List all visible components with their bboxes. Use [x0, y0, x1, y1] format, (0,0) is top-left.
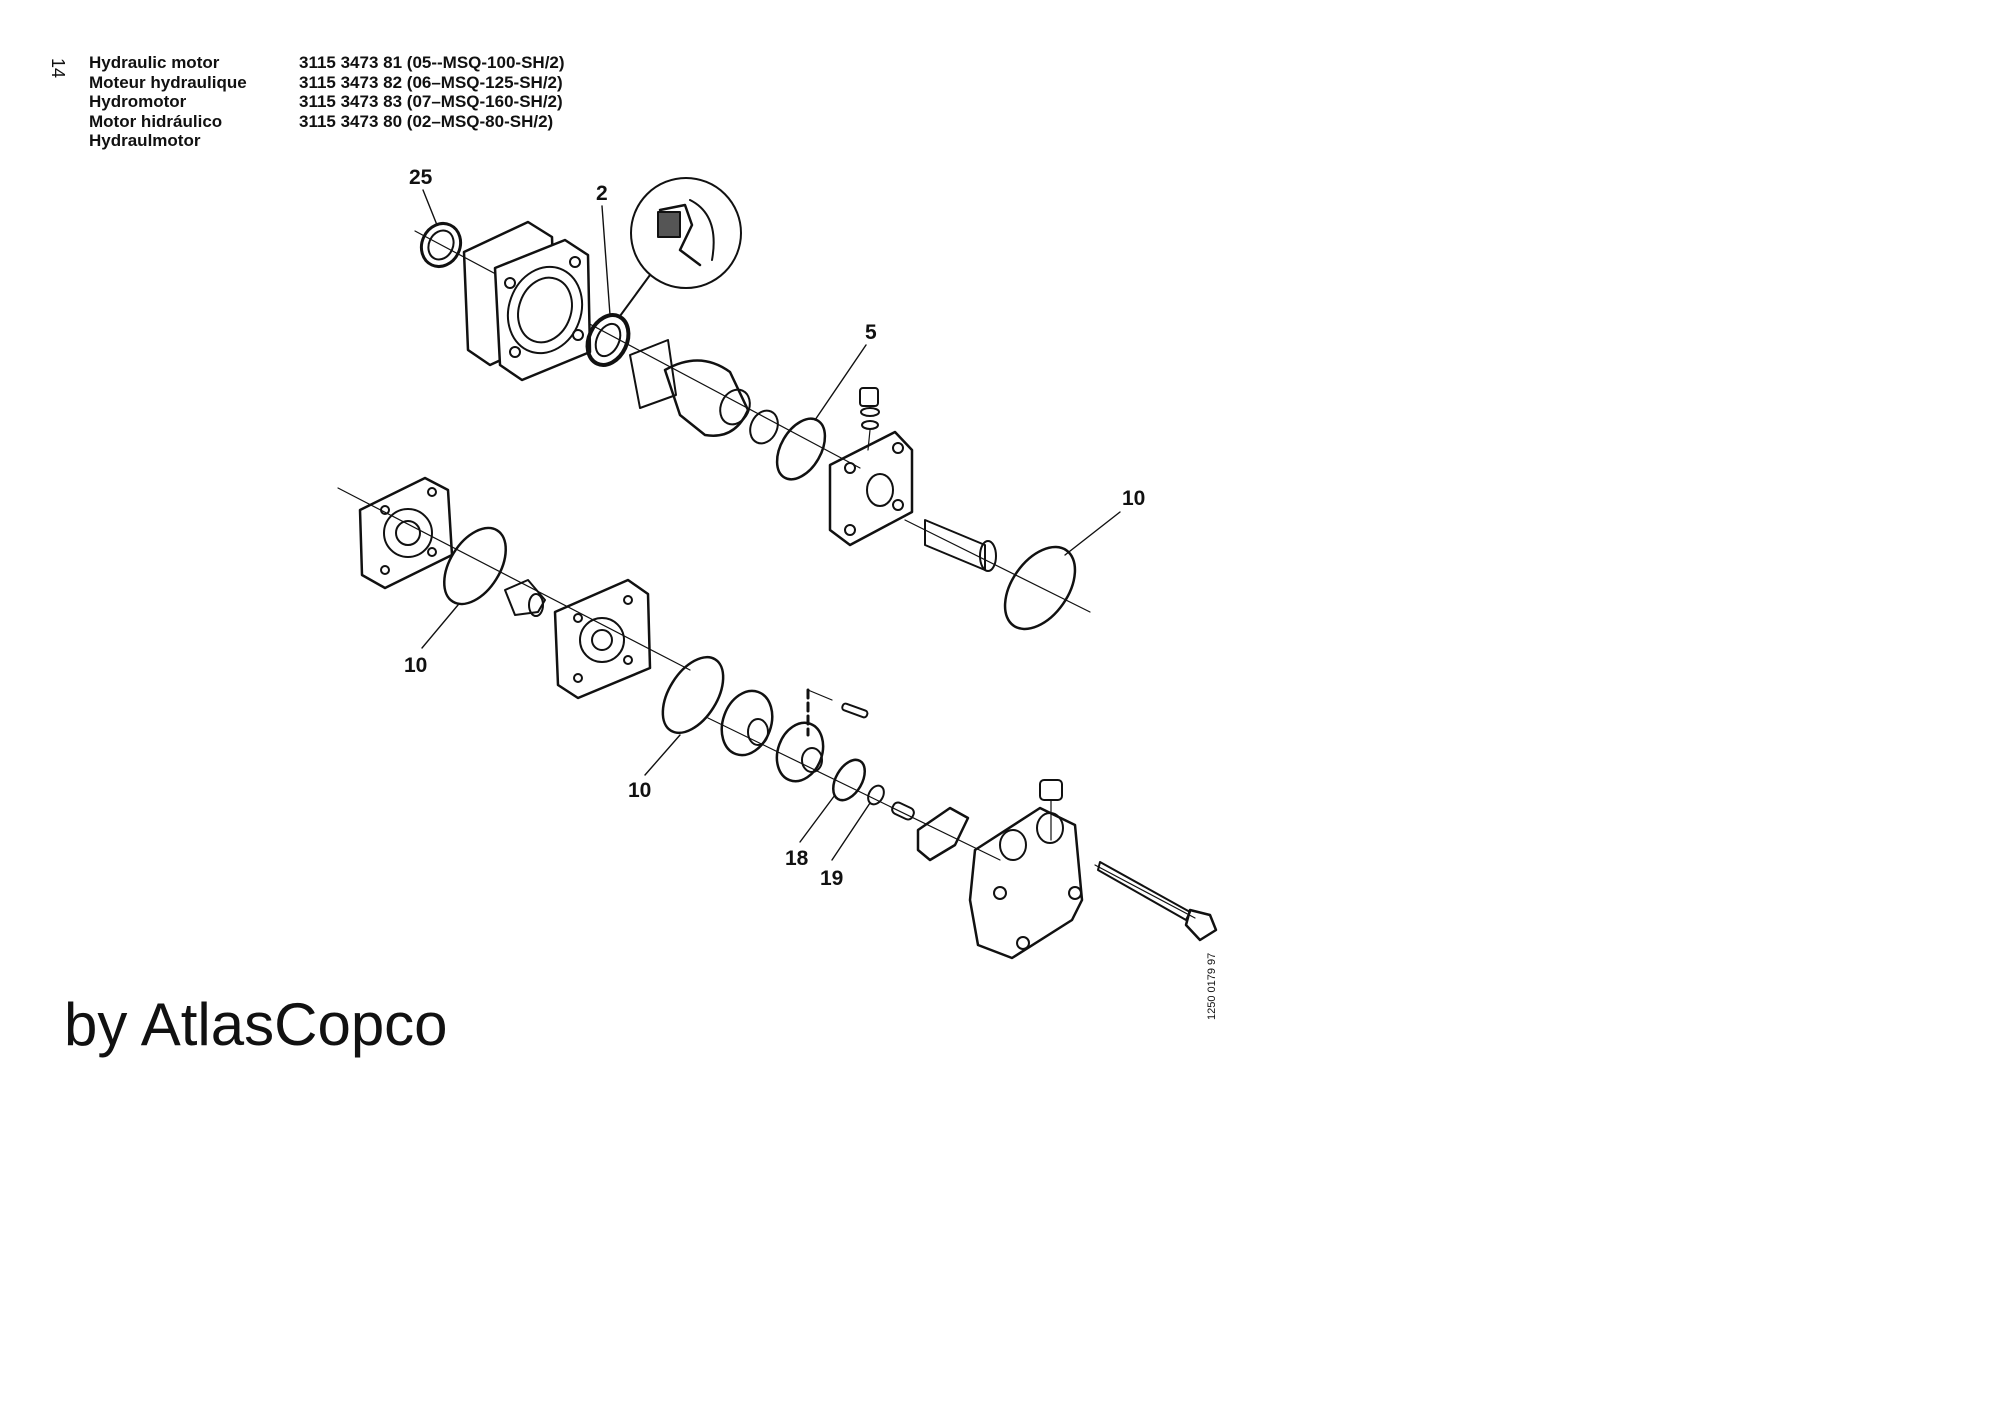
- seal-detail-magnifier: [619, 177, 742, 317]
- o-ring-10-middle: [661, 655, 725, 735]
- drawing-reference-number: 1250 0179 97: [1206, 952, 1218, 1020]
- seal-ring-25: [419, 222, 463, 268]
- splined-shaft: [904, 519, 1091, 613]
- title-names: Hydraulic motor Moteur hydraulique Hydro…: [89, 53, 247, 151]
- name-spanish: Motor hidráulico: [89, 111, 223, 131]
- o-ring-10-right: [1003, 545, 1077, 631]
- plug-upper: [859, 387, 880, 451]
- name-french: Moteur hydraulique: [89, 72, 247, 92]
- bolt: [1094, 861, 1218, 942]
- name-swedish: Hydraulmotor: [89, 131, 201, 150]
- middle-plate: [553, 578, 652, 700]
- washer: [749, 409, 779, 445]
- upper-housing: [828, 430, 914, 547]
- brand-caption: by AtlasCopco: [64, 991, 448, 1058]
- o-ring-19: [867, 784, 885, 806]
- dowel-pin: [841, 702, 869, 719]
- coupling: [504, 579, 546, 617]
- callout-10-right: 10: [1122, 487, 1145, 510]
- callout-18: 18: [785, 847, 809, 870]
- callout-10-middle: 10: [628, 779, 651, 802]
- exploded-view-drawing: 25 2 5 10 10 10 18 19: [337, 166, 1218, 960]
- part-code-2: 3115 3473 82 (06–MSQ-125-SH/2): [299, 72, 563, 92]
- name-german: Hydromotor: [89, 92, 187, 111]
- left-plate: [358, 476, 454, 590]
- spacer-sleeve: [891, 801, 915, 821]
- name-english: Hydraulic motor: [89, 53, 220, 72]
- part-code-1: 3115 3473 81 (05--MSQ-100-SH/2): [299, 53, 565, 72]
- o-ring-18: [832, 758, 866, 802]
- o-ring-10-left: [443, 526, 507, 606]
- o-ring-5: [775, 417, 827, 481]
- title-codes: 3115 3473 81 (05--MSQ-100-SH/2) 3115 347…: [299, 53, 565, 131]
- leader-lines: [421, 189, 1121, 861]
- plug-lower: [1039, 779, 1063, 841]
- callout-25: 25: [409, 166, 433, 189]
- callout-19: 19: [820, 867, 843, 890]
- axis-line-lower: [707, 717, 1001, 861]
- drive-shaft: [629, 339, 751, 437]
- callout-2: 2: [596, 182, 608, 205]
- callout-5: 5: [865, 321, 877, 344]
- gear-set: [720, 688, 833, 783]
- shaped-seal: [916, 806, 970, 862]
- callout-10-left: 10: [404, 654, 427, 677]
- end-cover: [968, 806, 1084, 960]
- part-code-4: 3115 3473 80 (02–MSQ-80-SH/2): [299, 111, 554, 131]
- shaft-seal-2: [585, 313, 631, 367]
- part-code-3: 3115 3473 83 (07–MSQ-160-SH/2): [299, 92, 563, 111]
- axis-line-upper: [414, 230, 861, 469]
- front-flange: [462, 220, 592, 382]
- axis-line-middle: [337, 487, 691, 671]
